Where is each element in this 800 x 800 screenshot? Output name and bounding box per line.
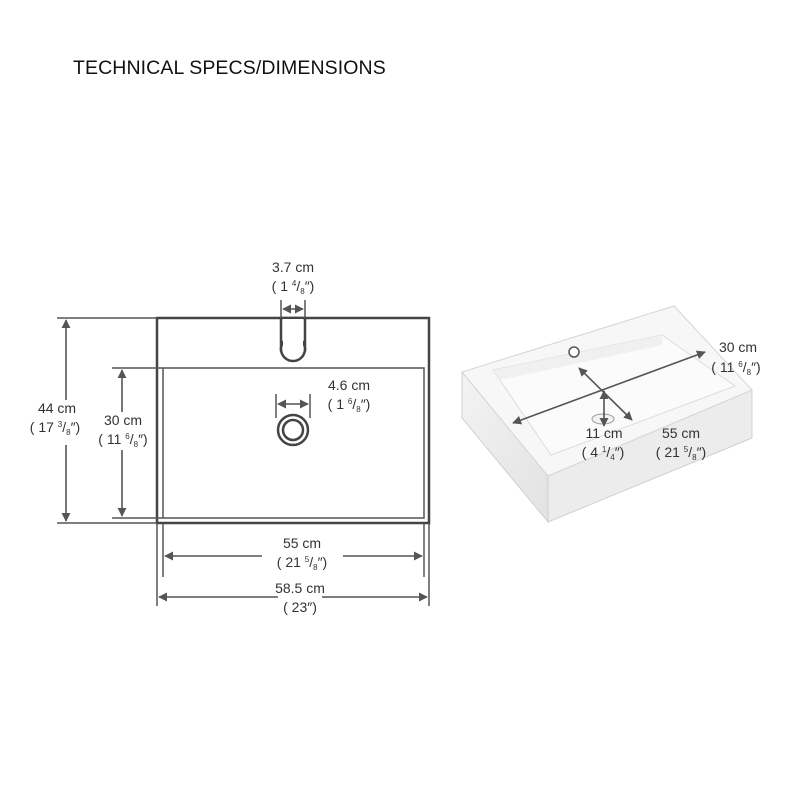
perspective-view: 30 cm ( 11 6/8″) 11 cm ( 4 1/4″) 55 cm (… xyxy=(461,305,761,524)
inner-width-inch-label: ( 21 5/8″) xyxy=(277,554,327,572)
perspective-width-cm-label: 55 cm xyxy=(662,425,700,441)
drain-cm-label: 4.6 cm xyxy=(328,377,370,393)
outer-width-cm-label: 58.5 cm xyxy=(275,580,325,596)
outer-depth-inch-label: ( 17 3/8″) xyxy=(30,419,80,437)
inner-depth-cm-label: 30 cm xyxy=(104,412,142,428)
perspective-depth-cm-label: 30 cm xyxy=(719,339,757,355)
top-view: 3.7 cm ( 1 4/8″) 4.6 cm ( 1 6/8″) 44 cm … xyxy=(30,259,431,615)
page-title: TECHNICAL SPECS/DIMENSIONS xyxy=(73,57,386,79)
perspective-depth-inch-label: ( 11 6/8″) xyxy=(711,359,760,377)
basin-drain xyxy=(591,413,615,425)
outer-depth-cm-label: 44 cm xyxy=(38,400,76,416)
perspective-width-inch-label: ( 21 5/8″) xyxy=(656,444,706,462)
basin-faucet-hole xyxy=(568,346,580,358)
perspective-width-arrow xyxy=(512,350,706,425)
perspective-height-cm-label: 11 cm xyxy=(585,425,622,441)
inner-width-cm-label: 55 cm xyxy=(283,535,321,551)
faucet-hole-cm-label: 3.7 cm xyxy=(272,259,314,275)
drain xyxy=(276,413,310,447)
outer-width-inch-label: ( 23″) xyxy=(283,599,317,615)
drain-inch-label: ( 1 6/8″) xyxy=(328,396,371,414)
faucet-hole xyxy=(279,316,307,363)
faucet-hole-inch-label: ( 1 4/8″) xyxy=(272,278,315,296)
perspective-height-inch-label: ( 4 1/4″) xyxy=(582,444,625,462)
inner-depth-inch-label: ( 11 6/8″) xyxy=(98,431,147,449)
basin-inner-outline xyxy=(162,367,425,519)
